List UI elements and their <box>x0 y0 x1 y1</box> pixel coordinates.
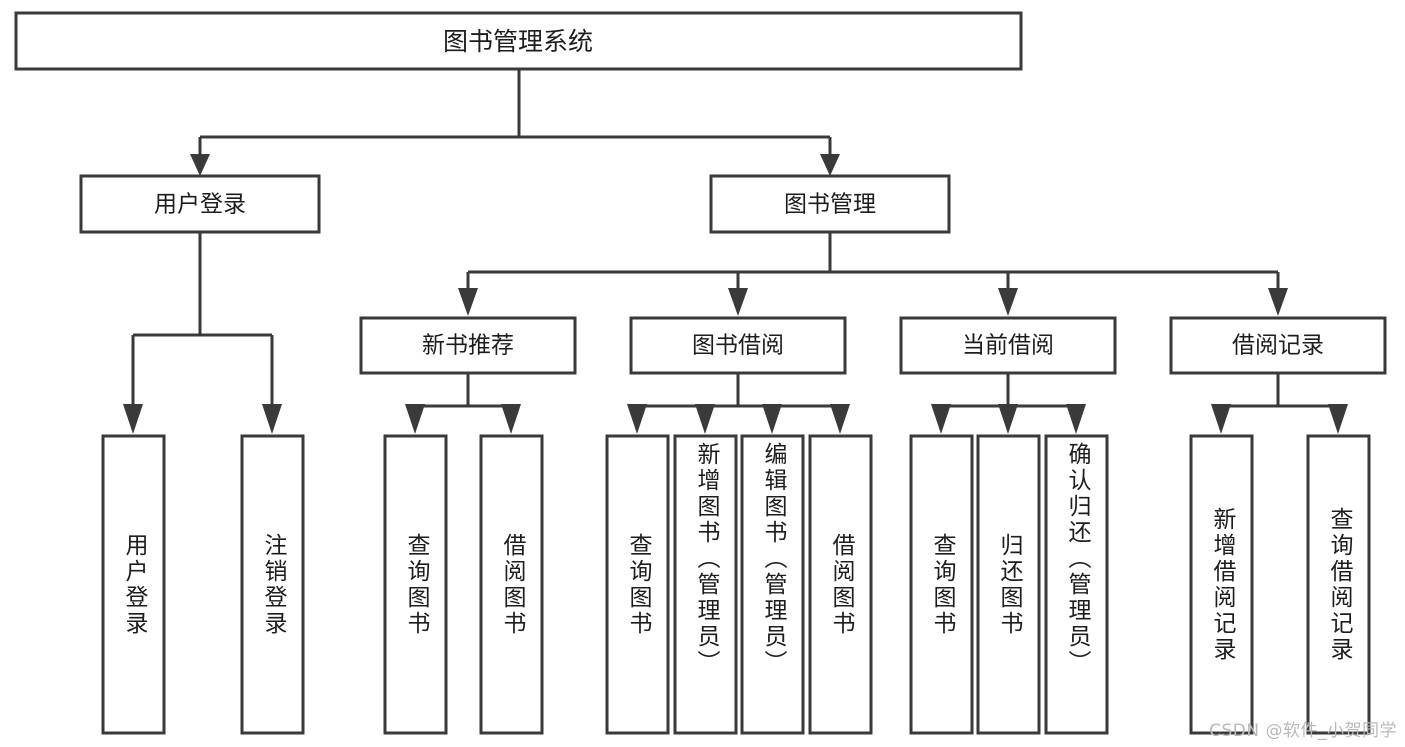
csdn-watermark: CSDN @软件_小贺同学 <box>1209 721 1397 741</box>
node-current-borrow-label: 当前借阅 <box>962 333 1054 359</box>
arrow-head-leaf-borrow-book-1 <box>627 404 647 434</box>
arrow-head-leaf-borrow-book-4 <box>830 404 850 434</box>
node-borrow-record-box[interactable] <box>1169 316 1387 375</box>
node-borrow-record[interactable]: 借阅记录 <box>1169 316 1387 375</box>
node-root-box[interactable] <box>14 11 1023 71</box>
leaf-box-new-book-query[interactable] <box>383 434 448 735</box>
node-book-management-box[interactable] <box>709 174 951 234</box>
arrow-head-leaf-user-login-2 <box>262 404 282 434</box>
arrow-head-leaf-current-borrow-2 <box>998 404 1018 434</box>
node-user-login[interactable]: 用户登录 <box>79 174 321 234</box>
arrow-head-current-borrow <box>998 288 1018 316</box>
connector-group-borrow-record <box>1211 373 1348 434</box>
node-user-login-box[interactable] <box>79 174 321 234</box>
arrow-head-borrow-book <box>728 288 748 316</box>
arrow-head-new-book <box>458 288 478 316</box>
leaf-boxes <box>101 434 1371 735</box>
leaf-box-current-query[interactable] <box>909 434 974 735</box>
arrow-head-leaf-current-borrow-3 <box>1066 404 1086 434</box>
leaf-box-user-login[interactable] <box>101 434 166 735</box>
node-new-book-recommend[interactable]: 新书推荐 <box>359 316 577 375</box>
connector-group-current-borrow <box>931 373 1086 434</box>
arrow-head-leaf-user-login-1 <box>123 404 143 434</box>
node-root-label: 图书管理系统 <box>443 27 593 56</box>
node-book-borrow-label: 图书借阅 <box>692 333 784 359</box>
node-book-management[interactable]: 图书管理 <box>709 174 951 234</box>
arrow-head-leaf-borrow-book-2 <box>695 404 715 434</box>
arrow-head-user-login <box>190 154 210 176</box>
node-book-borrow[interactable]: 图书借阅 <box>629 316 847 375</box>
connector-group-new-book <box>405 373 521 434</box>
arrow-head-leaf-new-book-1 <box>405 404 425 434</box>
arrow-head-leaf-borrow-book-3 <box>762 404 782 434</box>
leaf-box-record-add[interactable] <box>1189 434 1254 735</box>
arrow-head-leaf-borrow-record-2 <box>1328 404 1348 434</box>
arrow-head-leaf-current-borrow-1 <box>931 404 951 434</box>
connector-group-root <box>190 70 840 176</box>
connector-group-book-mgmt <box>458 232 1288 316</box>
node-new-book-recommend-box[interactable] <box>359 316 577 375</box>
leaf-box-new-book-borrow[interactable] <box>479 434 544 735</box>
node-current-borrow[interactable]: 当前借阅 <box>899 316 1117 375</box>
leaf-box-borrow-add[interactable] <box>673 434 738 735</box>
leaf-box-borrow-edit[interactable] <box>740 434 805 735</box>
leaf-box-user-logout[interactable] <box>240 434 305 735</box>
node-book-borrow-box[interactable] <box>629 316 847 375</box>
leaf-box-current-confirm[interactable] <box>1044 434 1109 735</box>
node-new-book-recommend-label: 新书推荐 <box>422 333 514 359</box>
node-borrow-record-label: 借阅记录 <box>1232 333 1324 359</box>
leaf-box-current-return[interactable] <box>976 434 1041 735</box>
node-root[interactable]: 图书管理系统 <box>14 11 1023 71</box>
arrow-head-borrow-record <box>1268 288 1288 316</box>
arrow-head-leaf-borrow-record-1 <box>1211 404 1231 434</box>
leaf-box-borrow-lend[interactable] <box>808 434 873 735</box>
node-current-borrow-box[interactable] <box>899 316 1117 375</box>
connector-group-borrow-book <box>627 373 850 434</box>
arrow-head-book-mgmt <box>820 154 840 176</box>
leaf-box-record-query[interactable] <box>1306 434 1371 735</box>
connector-group-user-login <box>123 232 282 434</box>
node-book-management-label: 图书管理 <box>784 192 876 218</box>
arrow-head-leaf-new-book-2 <box>501 404 521 434</box>
node-user-login-label: 用户登录 <box>154 192 246 218</box>
leaf-box-borrow-query[interactable] <box>605 434 670 735</box>
